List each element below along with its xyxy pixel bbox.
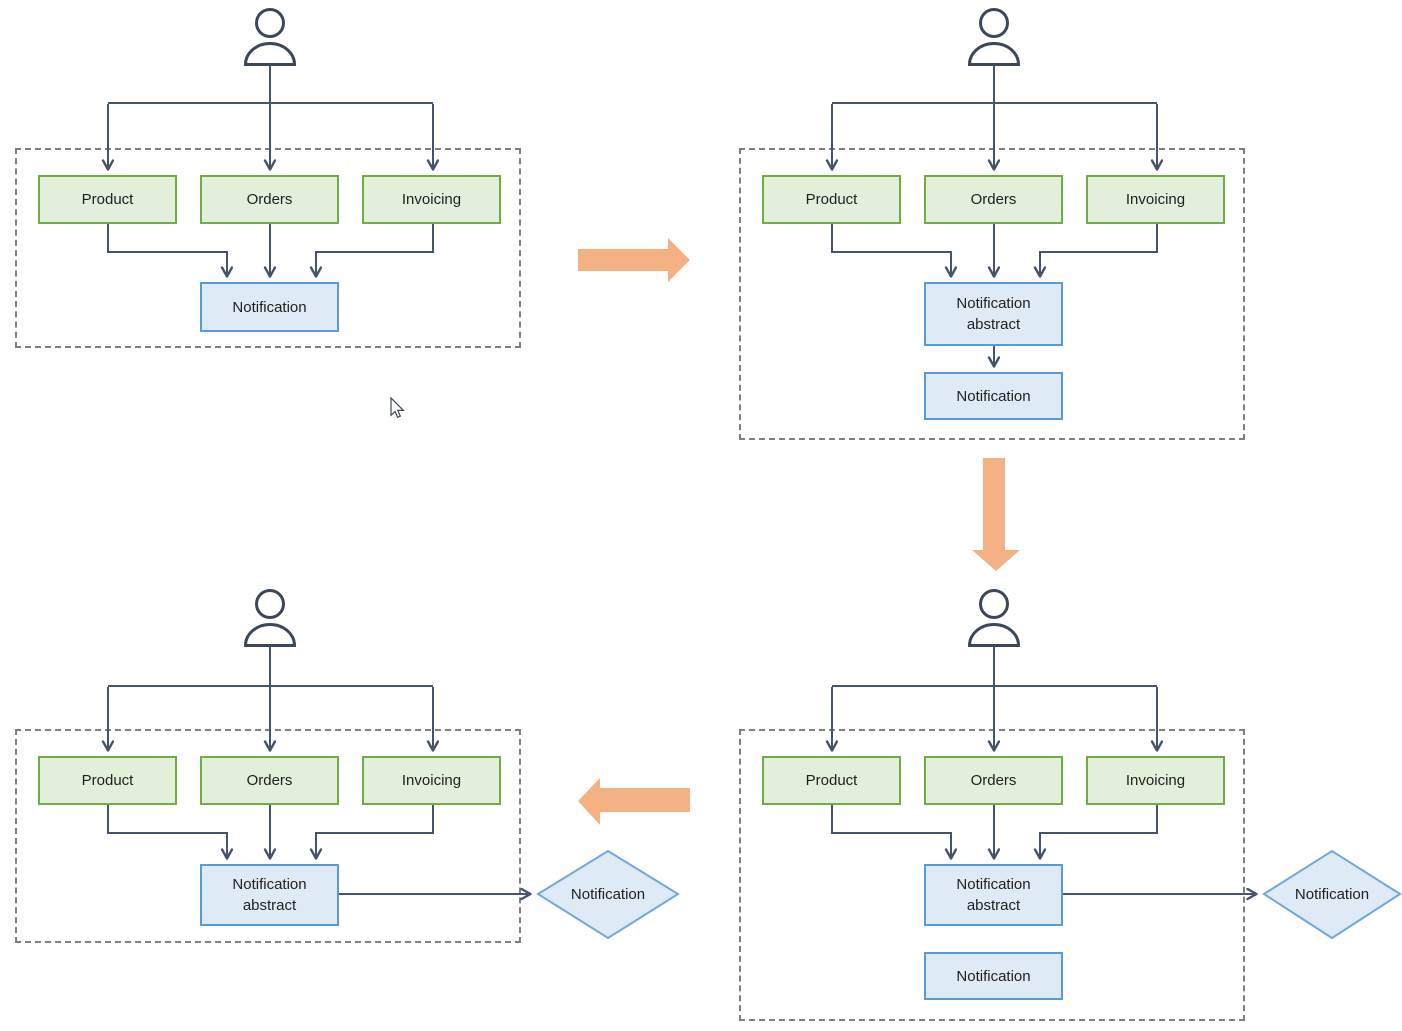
notification-diamond-shape	[1262, 849, 1402, 940]
flow-arrow-right-icon	[578, 238, 690, 282]
notification-box: Notification	[924, 952, 1063, 1000]
module-box-product: Product	[762, 175, 901, 224]
notification-diamond-shape	[536, 849, 680, 940]
notification-box: Notification	[200, 282, 339, 332]
connector-lines	[108, 66, 433, 276]
user-icon	[243, 8, 297, 66]
module-box-invoicing: Invoicing	[362, 175, 501, 224]
flow-arrow-down-icon	[972, 458, 1020, 571]
module-box-invoicing: Invoicing	[362, 756, 501, 805]
module-box-product: Product	[38, 756, 177, 805]
system-container-top-right	[739, 148, 1245, 440]
system-container-top-left	[15, 148, 521, 348]
module-box-orders: Orders	[200, 756, 339, 805]
module-box-orders: Orders	[200, 175, 339, 224]
user-icon	[967, 8, 1021, 66]
system-container-bottom-right	[739, 729, 1245, 1021]
notification-diamond-label: Notification	[1294, 885, 1370, 903]
module-box-product: Product	[38, 175, 177, 224]
connector-lines	[108, 647, 530, 894]
notification-abstract-box: Notification abstract	[924, 282, 1063, 346]
notification-abstract-box: Notification abstract	[924, 864, 1063, 926]
notification-box: Notification	[924, 372, 1063, 420]
module-box-orders: Orders	[924, 175, 1063, 224]
flow-arrow-left-icon	[578, 778, 690, 825]
notification-diamond-label: Notification	[570, 885, 646, 903]
module-box-orders: Orders	[924, 756, 1063, 805]
connector-lines	[832, 647, 1256, 894]
module-box-invoicing: Invoicing	[1086, 756, 1225, 805]
module-box-product: Product	[762, 756, 901, 805]
user-icon	[967, 589, 1021, 647]
mouse-cursor-icon	[390, 396, 405, 419]
system-container-bottom-left	[15, 729, 521, 943]
module-box-invoicing: Invoicing	[1086, 175, 1225, 224]
user-icon	[243, 589, 297, 647]
connector-lines	[832, 66, 1157, 366]
notification-abstract-box: Notification abstract	[200, 864, 339, 926]
